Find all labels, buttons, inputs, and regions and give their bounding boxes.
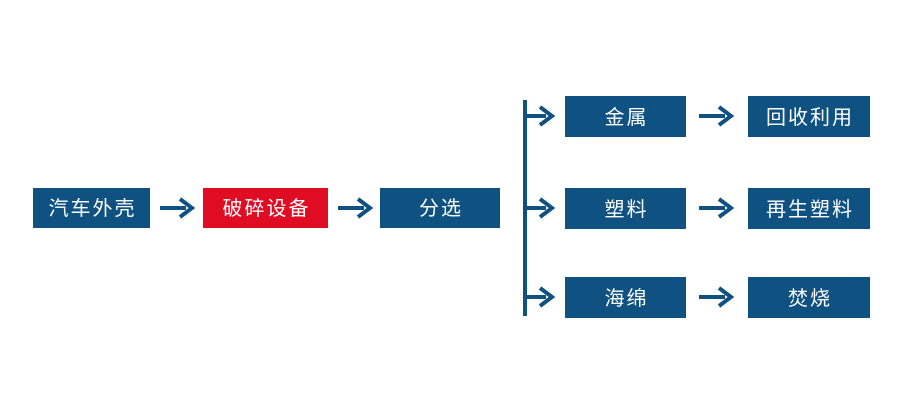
arrow-sponge-to-incineration bbox=[699, 286, 735, 308]
node-plastic[interactable]: 塑料 bbox=[565, 188, 686, 229]
arrow-bus-to-metal bbox=[525, 105, 556, 127]
arrow-shell-to-crusher bbox=[160, 197, 196, 219]
node-sorting[interactable]: 分选 bbox=[380, 188, 500, 228]
arrow-bus-to-plastic bbox=[525, 197, 556, 219]
node-regenerated-plastic[interactable]: 再生塑料 bbox=[748, 188, 870, 229]
node-crushing-equipment[interactable]: 破碎设备 bbox=[203, 188, 328, 228]
arrow-metal-to-recycle bbox=[699, 105, 735, 127]
node-incineration[interactable]: 焚烧 bbox=[748, 277, 870, 318]
node-recycling-reuse[interactable]: 回收利用 bbox=[748, 96, 870, 137]
arrow-crusher-to-sorting bbox=[338, 197, 374, 219]
node-metal[interactable]: 金属 bbox=[565, 96, 686, 137]
arrow-plastic-to-regenerated-plastic bbox=[699, 197, 735, 219]
arrow-bus-to-sponge bbox=[525, 286, 556, 308]
node-car-shell[interactable]: 汽车外壳 bbox=[33, 188, 150, 228]
node-sponge[interactable]: 海绵 bbox=[565, 277, 686, 318]
